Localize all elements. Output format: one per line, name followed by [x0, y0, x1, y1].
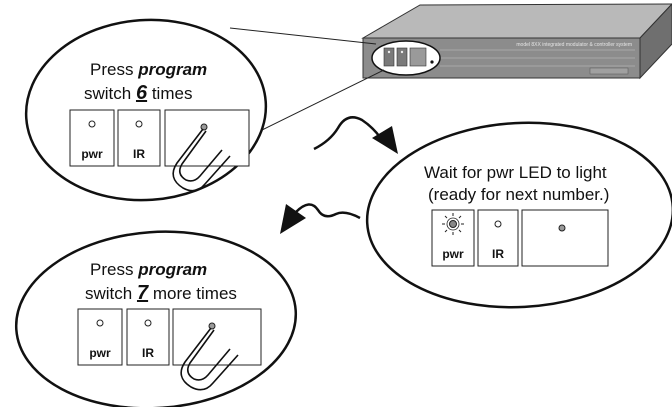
step-3-paperclip-icon	[180, 327, 239, 391]
step-1-press-text: Press	[90, 60, 133, 79]
step-1-program-emphasis: program	[137, 60, 207, 79]
step-1-callout: Press program switch 6 times pwr IR	[24, 18, 268, 202]
step-1-ir-led	[135, 120, 143, 128]
step-2-line-2: (ready for next number.)	[428, 185, 609, 204]
step-1-switch-text: switch	[84, 84, 131, 103]
step-3-program-emphasis: program	[137, 260, 207, 279]
arrow-step2-to-step3	[280, 203, 361, 234]
step-1-ir-label: IR	[133, 147, 145, 161]
step-3-pwr-label: pwr	[89, 346, 111, 360]
step-2-pwr-label: pwr	[442, 247, 464, 261]
svg-text:Press program: Press program	[90, 260, 207, 279]
arrow-step1-to-step2	[313, 116, 398, 154]
step-3-ir-label: IR	[142, 346, 154, 360]
svg-text:Press program: Press program	[90, 60, 207, 79]
step-2-ir-led	[494, 220, 502, 228]
step-1-pwr-label: pwr	[81, 147, 103, 161]
device-front-panel-highlight	[371, 40, 441, 76]
step-1-paperclip-icon	[172, 128, 231, 192]
device-chassis: model 8XX integrated modulator & control…	[361, 3, 672, 80]
step-1-front-panel: pwr IR	[69, 109, 250, 167]
step-3-callout: Press program switch 7 more times pwr IR	[14, 230, 298, 407]
device-model-text: model 8XX integrated modulator & control…	[516, 42, 632, 48]
step-1-count: 6	[136, 82, 148, 104]
step-2-pwr-led-lit-icon	[442, 213, 464, 235]
step-3-more-times-text: more times	[153, 284, 237, 303]
callout-line-bottom	[261, 69, 385, 131]
step-1-times-text: times	[152, 84, 193, 103]
step-2-line-1: Wait for pwr LED to light	[424, 163, 607, 182]
svg-text:switch 7: switch 7 more times	[85, 282, 237, 304]
step-1-pwr-led	[88, 120, 96, 128]
step-3-pwr-led	[96, 319, 104, 327]
step-3-count: 7	[137, 282, 149, 304]
step-3-front-panel: pwr IR	[77, 308, 262, 366]
step-1-program-switch	[200, 123, 208, 131]
step-3-press-text: Press	[90, 260, 133, 279]
svg-text:switch 6: switch 6 times	[84, 82, 192, 104]
step-2-ir-label: IR	[492, 247, 504, 261]
callout-line-top	[229, 27, 377, 45]
step-3-ir-led	[144, 319, 152, 327]
step-3-program-switch	[208, 322, 216, 330]
step-3-switch-text: switch	[85, 284, 132, 303]
step-2-front-panel: pwr IR	[431, 209, 609, 267]
step-2-program-switch	[558, 224, 566, 232]
step-2-callout: Wait for pwr LED to light (ready for nex…	[365, 121, 672, 309]
